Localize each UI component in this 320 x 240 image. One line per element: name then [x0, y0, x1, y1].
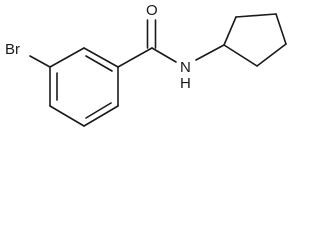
carbonyl-nitrogen-bond — [151, 47, 177, 63]
cyclopentyl-bond-3 — [275, 13, 287, 45]
benzene-ring — [49, 47, 119, 127]
ring-carbonyl-bond — [117, 47, 153, 68]
cyclopentyl-bond-5 — [223, 44, 258, 67]
nh-label: N H — [180, 59, 195, 92]
bromine-label: Br — [5, 41, 20, 58]
nitrogen-cyclopentyl-bond — [195, 44, 225, 61]
ring-bond-3 — [83, 105, 119, 127]
cyclopentyl-bond-1 — [223, 16, 237, 46]
ring-bond-6 — [49, 47, 85, 68]
ring-bond-1 — [83, 47, 119, 68]
ring-double-bond-inner-2 — [85, 102, 112, 119]
ring-double-bond-inner-1 — [85, 55, 113, 72]
cyclopentyl-ring — [223, 13, 287, 67]
oxygen-label: O — [146, 2, 158, 19]
carbonyl-group: O — [117, 2, 158, 68]
nitrogen-label: N — [180, 59, 191, 76]
ring-bond-4 — [49, 105, 85, 127]
c-br-bond — [29, 55, 51, 68]
cyclopentyl-bond-2 — [235, 13, 277, 18]
amide-linkage: N H — [151, 44, 225, 92]
bromine-substituent: Br — [5, 41, 51, 68]
cyclopentyl-bond-4 — [256, 43, 287, 67]
chemical-structure-diagram: Br O N H — [5, 2, 287, 127]
hydrogen-label: H — [180, 75, 191, 92]
